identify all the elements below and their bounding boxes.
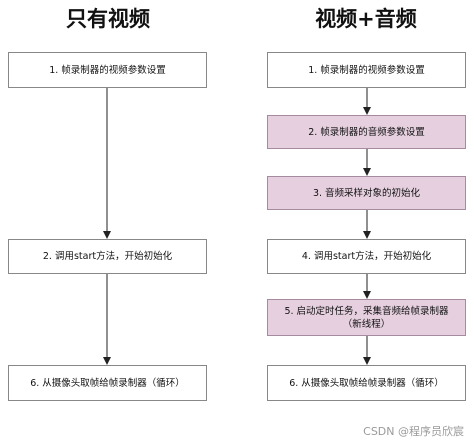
left-step-1-label: 1. 帧录制器的视频参数设置 — [49, 64, 166, 76]
left-step-6-label: 6. 从摄像头取帧给帧录制器（循环） — [30, 377, 185, 389]
right-step-3-label: 3. 音频采样对象的初始化 — [312, 187, 421, 199]
left-step-1: 1. 帧录制器的视频参数设置 — [8, 52, 207, 88]
right-step-2-label: 2. 帧录制器的音频参数设置 — [308, 126, 425, 138]
right-step-4: 4. 调用start方法，开始初始化 — [267, 239, 466, 274]
right-step-6: 6. 从摄像头取帧给帧录制器（循环） — [267, 365, 466, 401]
right-step-3: 3. 音频采样对象的初始化 — [267, 176, 466, 210]
left-step-2: 2. 调用start方法，开始初始化 — [8, 239, 207, 274]
left-step-6: 6. 从摄像头取帧给帧录制器（循环） — [8, 365, 207, 401]
right-step-4-label: 4. 调用start方法，开始初始化 — [301, 251, 432, 262]
right-column-title: 视频+音频 — [315, 7, 417, 31]
left-column-title: 只有视频 — [66, 7, 150, 31]
right-step-5: 5. 启动定时任务，采集音频给帧录制器 （新线程） — [267, 299, 466, 336]
right-step-1-label: 1. 帧录制器的视频参数设置 — [308, 64, 425, 76]
left-step-2-label: 2. 调用start方法，开始初始化 — [42, 251, 173, 262]
watermark: CSDN @程序员欣宸 — [363, 425, 464, 438]
right-step-5-sublabel: （新线程） — [342, 318, 391, 330]
right-step-2: 2. 帧录制器的音频参数设置 — [267, 115, 466, 149]
right-step-5-label: 5. 启动定时任务，采集音频给帧录制器 — [284, 305, 449, 317]
right-step-6-label: 6. 从摄像头取帧给帧录制器（循环） — [289, 377, 444, 389]
right-step-1: 1. 帧录制器的视频参数设置 — [267, 52, 466, 88]
